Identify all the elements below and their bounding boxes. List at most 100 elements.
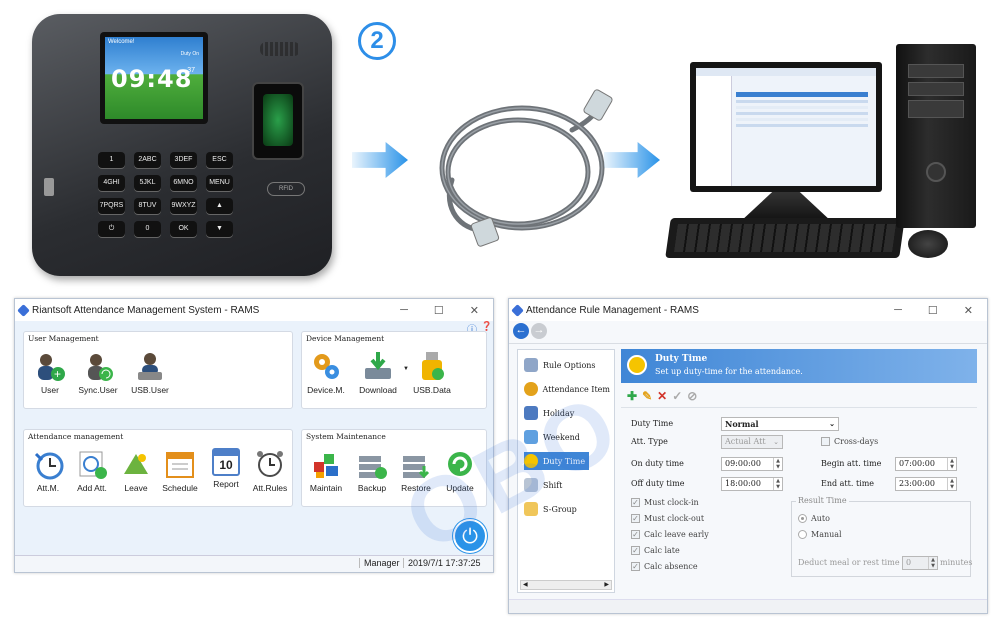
leave-button[interactable]: Leave bbox=[114, 448, 158, 493]
maximize-icon[interactable]: ☐ bbox=[927, 304, 938, 317]
sidebar-scrollbar[interactable]: ◀▶ bbox=[520, 580, 612, 590]
sidebar-item-attendance-item[interactable]: Attendance Item bbox=[524, 380, 614, 398]
duty-time-select[interactable]: Normal⌄ bbox=[721, 417, 839, 431]
spin-icon[interactable]: ▲▼ bbox=[928, 557, 937, 569]
calc-absence-checkbox[interactable]: ✓Calc absence bbox=[631, 562, 698, 571]
report-button[interactable]: 10 Report bbox=[204, 448, 248, 489]
backup-button[interactable]: Backup bbox=[350, 448, 394, 493]
tool-label: User bbox=[41, 385, 59, 395]
result-time-group: Result Time Auto Manual Deduct meal or r… bbox=[791, 496, 973, 577]
key[interactable]: 8TUV bbox=[134, 198, 161, 214]
calc-leave-early-checkbox[interactable]: ✓Calc leave early bbox=[631, 530, 709, 539]
spin-icon[interactable]: ▲▼ bbox=[773, 478, 782, 490]
manual-radio[interactable]: Manual bbox=[798, 530, 842, 539]
begin-att-time-input[interactable]: 07:00:00 ▲▼ bbox=[895, 457, 957, 471]
minimize-icon[interactable]: ─ bbox=[400, 303, 408, 316]
spin-icon[interactable]: ▲▼ bbox=[947, 458, 956, 470]
chevron-down-icon: ⌄ bbox=[773, 438, 779, 446]
sidebar-item-weekend[interactable]: Weekend bbox=[524, 428, 584, 446]
cancel-icon[interactable]: ⊘ bbox=[687, 389, 698, 403]
info-icon[interactable]: ⓘ bbox=[467, 321, 477, 336]
key[interactable]: MENU bbox=[206, 175, 233, 191]
close-icon[interactable]: ✕ bbox=[469, 304, 479, 317]
maximize-icon[interactable]: ☐ bbox=[433, 304, 444, 317]
att-rules-button[interactable]: Att.Rules bbox=[248, 448, 292, 493]
gears-icon bbox=[310, 350, 342, 382]
attendance-management-panel: Attendance management Att.M. Add Att. Le… bbox=[23, 429, 293, 507]
on-duty-time-input[interactable]: 09:00:00▲▼ bbox=[721, 457, 783, 471]
sidebar-item-label: Shift bbox=[543, 480, 563, 490]
must-clock-out-checkbox[interactable]: ✓Must clock-out bbox=[631, 514, 704, 523]
deduct-minutes-input[interactable]: 0 ▲▼ bbox=[902, 556, 938, 570]
key[interactable]: 6MNO bbox=[170, 175, 197, 191]
key[interactable]: 7PQRS bbox=[98, 198, 125, 214]
weekend-icon bbox=[524, 430, 538, 444]
back-icon[interactable]: ← bbox=[513, 323, 529, 339]
att-type-select[interactable]: Actual Att⌄ bbox=[721, 435, 783, 449]
forward-icon[interactable]: → bbox=[531, 323, 547, 339]
sidebar-item-label: Weekend bbox=[543, 432, 580, 442]
tool-label: Sync.User bbox=[78, 385, 118, 395]
restore-button[interactable]: Restore bbox=[394, 448, 438, 493]
save-icon[interactable]: ✓ bbox=[672, 389, 683, 403]
key[interactable]: 4GHI bbox=[98, 175, 125, 191]
key[interactable]: 3DEF bbox=[170, 152, 197, 168]
off-duty-time-input[interactable]: 18:00:00▲▼ bbox=[721, 477, 783, 491]
sync-user-button[interactable]: Sync.User bbox=[76, 350, 120, 395]
key[interactable]: ESC bbox=[206, 152, 233, 168]
user-management-panel: User Management + User Sync.User USB.Use… bbox=[23, 331, 293, 409]
spin-icon[interactable]: ▲▼ bbox=[947, 478, 956, 490]
device-screen: Welcome! Duty On 09:48 37 bbox=[100, 32, 208, 124]
key[interactable]: 2ABC bbox=[134, 152, 161, 168]
spin-icon[interactable]: ▲▼ bbox=[773, 458, 782, 470]
key[interactable]: 9WXYZ bbox=[170, 198, 197, 214]
close-icon[interactable]: ✕ bbox=[963, 304, 973, 317]
sidebar-item-shift[interactable]: Shift bbox=[524, 476, 566, 494]
sidebar-item-rule-options[interactable]: Rule Options bbox=[524, 356, 600, 374]
calc-late-checkbox[interactable]: ✓Calc late bbox=[631, 546, 680, 555]
cross-days-checkbox[interactable]: Cross-days bbox=[821, 437, 878, 446]
end-value: 23:00:00 bbox=[899, 479, 935, 488]
sidebar-item-holiday[interactable]: Holiday bbox=[524, 404, 578, 422]
edit-icon[interactable]: ✎ bbox=[642, 389, 653, 403]
deduct-value: 0 bbox=[906, 558, 912, 567]
power-icon[interactable]: ⏻ bbox=[453, 519, 487, 553]
att-m-button[interactable]: Att.M. bbox=[26, 448, 70, 493]
device-m-button[interactable]: Device.M. bbox=[304, 350, 348, 395]
add-icon[interactable]: ✚ bbox=[627, 389, 638, 403]
sidebar-item-s-group[interactable]: S-Group bbox=[524, 500, 581, 518]
dropdown-arrow-icon[interactable]: ▼ bbox=[403, 366, 409, 372]
begin-value: 07:00:00 bbox=[899, 459, 935, 468]
maintain-button[interactable]: Maintain bbox=[304, 448, 348, 493]
key[interactable]: 1 bbox=[98, 152, 125, 168]
end-att-time-input[interactable]: 23:00:00 ▲▼ bbox=[895, 477, 957, 491]
delete-icon[interactable]: ✕ bbox=[657, 389, 668, 403]
usb-user-button[interactable]: USB.User bbox=[128, 350, 172, 395]
key[interactable]: 5JKL bbox=[134, 175, 161, 191]
rules-window-title: Attendance Rule Management - RAMS bbox=[526, 304, 699, 316]
auto-radio[interactable]: Auto bbox=[798, 514, 830, 523]
must-clock-in-checkbox[interactable]: ✓Must clock-in bbox=[631, 498, 699, 507]
schedule-button[interactable]: Schedule bbox=[158, 448, 202, 493]
sidebar-item-duty-time[interactable]: Duty Time bbox=[524, 452, 590, 470]
off-duty-label: Off duty time bbox=[631, 479, 685, 488]
key[interactable]: ▲ bbox=[206, 198, 233, 214]
user-button[interactable]: + User bbox=[28, 350, 72, 395]
download-button[interactable]: Download bbox=[352, 350, 404, 395]
deduct-label: Deduct meal or rest time bbox=[798, 558, 900, 567]
key[interactable]: ⏻ bbox=[98, 221, 125, 237]
fingerprint-sensor[interactable] bbox=[252, 82, 304, 160]
rams-main-window: Riantsoft Attendance Management System -… bbox=[14, 298, 494, 573]
alarm-clock-icon bbox=[254, 448, 286, 480]
update-button[interactable]: Update bbox=[438, 448, 482, 493]
key[interactable]: ▼ bbox=[206, 221, 233, 237]
tool-label: Leave bbox=[124, 483, 148, 493]
add-att-button[interactable]: Add Att. bbox=[70, 448, 114, 493]
minimize-icon[interactable]: ─ bbox=[894, 303, 902, 316]
usb-data-button[interactable]: USB.Data bbox=[410, 350, 454, 395]
app-icon bbox=[17, 303, 30, 317]
rams-window-title: Riantsoft Attendance Management System -… bbox=[32, 304, 260, 316]
help-icon[interactable]: ❓ bbox=[481, 321, 493, 331]
key[interactable]: OK bbox=[170, 221, 197, 237]
key[interactable]: 0 bbox=[134, 221, 161, 237]
